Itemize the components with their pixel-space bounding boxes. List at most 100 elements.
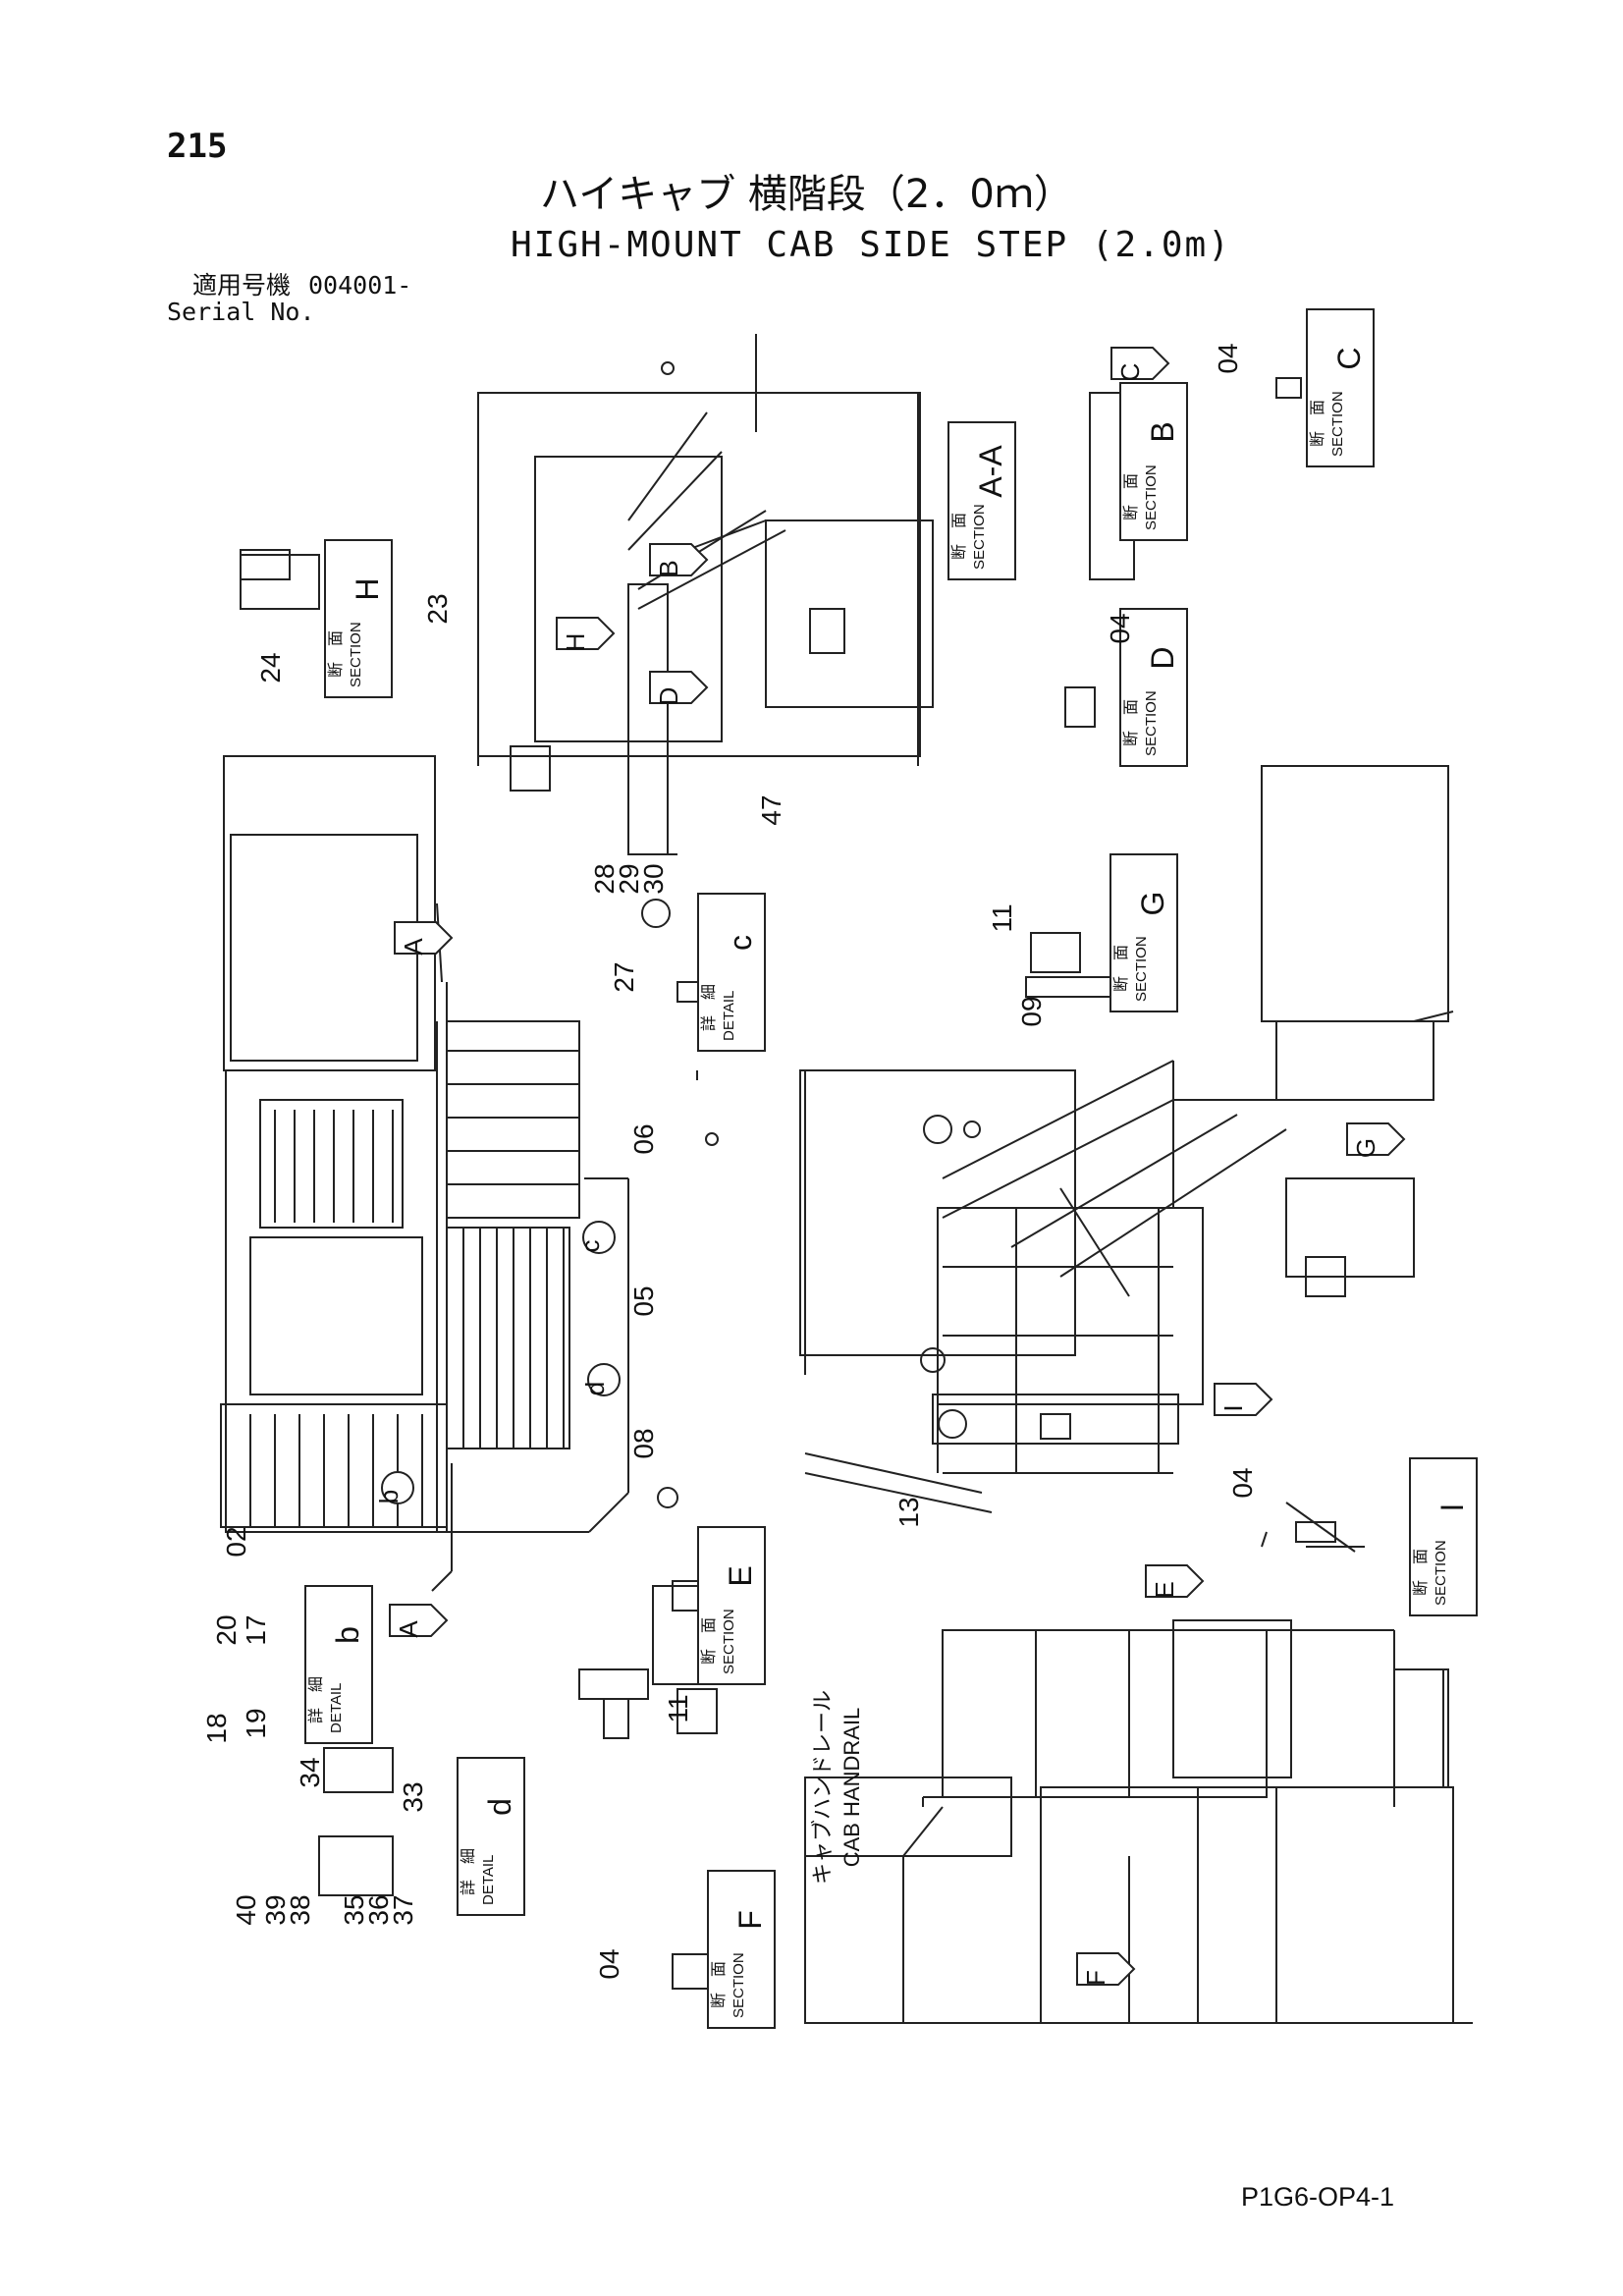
view-arrow-g: G xyxy=(1346,1122,1406,1158)
circle-3 xyxy=(938,1409,967,1439)
circle-5 xyxy=(657,1487,678,1508)
view-arrow-label: d xyxy=(580,1382,610,1395)
label-frame xyxy=(324,539,393,698)
view-arrow-label: A xyxy=(399,938,428,956)
part-number-35: 35 xyxy=(339,1894,369,1925)
line-35 xyxy=(804,1472,993,1513)
part-number-38: 38 xyxy=(285,1894,315,1925)
label-frame xyxy=(947,421,1016,580)
outline-31 xyxy=(1261,765,1449,1022)
outline-30 xyxy=(318,1835,394,1896)
view-arrow-d: D xyxy=(649,671,709,705)
section-word-english: SECTION xyxy=(1143,690,1160,756)
part-number-29: 29 xyxy=(614,863,644,894)
part-number-40: 40 xyxy=(231,1894,261,1925)
line-0 xyxy=(627,411,708,521)
arrow-shape xyxy=(1214,1383,1273,1416)
outline-11 xyxy=(220,1403,448,1528)
outline-28 xyxy=(676,1688,718,1734)
part-number-11: 11 xyxy=(987,903,1017,932)
section-word-english: SECTION xyxy=(1133,936,1150,1002)
part-number-05: 05 xyxy=(628,1285,659,1316)
part-number-30: 30 xyxy=(638,863,669,894)
part-number-23: 23 xyxy=(422,593,453,624)
drawing-code: P1G6-OP4-1 xyxy=(1241,2182,1395,2212)
part-number-33: 33 xyxy=(398,1781,428,1812)
serial-label-english: Serial No. xyxy=(167,298,315,326)
view-arrow-label: A xyxy=(394,1620,423,1638)
section-word-japanese: 断 面 xyxy=(950,513,968,560)
arrow-shape xyxy=(1346,1122,1406,1156)
section-letter: H xyxy=(350,577,385,600)
outline-44 xyxy=(1197,1786,1454,2024)
outline-0 xyxy=(477,392,921,757)
section-word-japanese: 断 面 xyxy=(1122,473,1140,520)
outline-5 xyxy=(809,608,845,654)
detail-word-english: DETAIL xyxy=(721,991,737,1041)
outline-39 xyxy=(1172,1619,1292,1778)
part-number-36: 36 xyxy=(363,1894,394,1925)
section-word-japanese: 断 面 xyxy=(1122,699,1140,746)
arrow-shape xyxy=(1076,1952,1136,1986)
circle-6 xyxy=(705,1132,719,1146)
line-3 xyxy=(637,529,786,610)
section-word-japanese: 断 面 xyxy=(1112,945,1130,992)
part-number-04-3: 04 xyxy=(1227,1467,1258,1498)
part-number-04: 04 xyxy=(1213,343,1243,373)
view-arrow-i: I xyxy=(1214,1383,1273,1416)
section-letter: I xyxy=(1434,1503,1470,1512)
label-frame xyxy=(697,893,766,1052)
part-number-06: 06 xyxy=(628,1123,659,1154)
line-1 xyxy=(627,451,723,551)
section-letter: E xyxy=(723,1565,758,1586)
section-letter: F xyxy=(732,1910,768,1930)
cab-handrail-english: CAB HANDRAIL xyxy=(839,1708,864,1868)
outline-37 xyxy=(932,1394,1179,1445)
line-17 xyxy=(431,1570,453,1592)
outline-40 xyxy=(1393,1668,1449,1788)
outline-8 xyxy=(249,1236,423,1395)
part-number-17: 17 xyxy=(241,1614,271,1645)
detail-letter: d xyxy=(482,1798,517,1816)
circle-7 xyxy=(661,361,675,375)
label-frame xyxy=(707,1870,776,2029)
view-arrow-f: F xyxy=(1076,1952,1136,1986)
section-word-japanese: 断 面 xyxy=(1309,400,1326,447)
section-word-japanese: 断 面 xyxy=(710,1961,728,2008)
arrow-shape xyxy=(556,617,616,650)
serial-number-value: 004001- xyxy=(308,271,412,300)
section-word-english: SECTION xyxy=(721,1609,737,1674)
label-frame xyxy=(1119,382,1188,541)
part-number-34: 34 xyxy=(295,1757,325,1787)
line-20 xyxy=(1010,1114,1238,1248)
outline-15 xyxy=(240,549,291,580)
view-arrow-label: I xyxy=(1218,1404,1248,1411)
arrow-shape xyxy=(394,921,454,955)
circle-4 xyxy=(641,899,671,928)
page-number: 215 xyxy=(167,127,228,166)
callout-circle xyxy=(582,1221,616,1254)
view-arrow-label: H xyxy=(561,633,590,652)
view-arrow-d: d xyxy=(580,1363,621,1396)
arrow-shape xyxy=(649,671,709,704)
outline-38 xyxy=(942,1629,1268,1798)
outline-25 xyxy=(578,1668,649,1700)
line-34 xyxy=(804,1452,983,1494)
detail-letter: c xyxy=(723,935,758,951)
part-number-04-2: 04 xyxy=(1105,613,1135,643)
view-arrow-label: F xyxy=(1081,1970,1110,1986)
label-frame xyxy=(304,1585,373,1744)
part-number-37: 37 xyxy=(388,1894,418,1925)
outline-32 xyxy=(1275,1020,1434,1101)
part-number-20: 20 xyxy=(211,1614,242,1645)
